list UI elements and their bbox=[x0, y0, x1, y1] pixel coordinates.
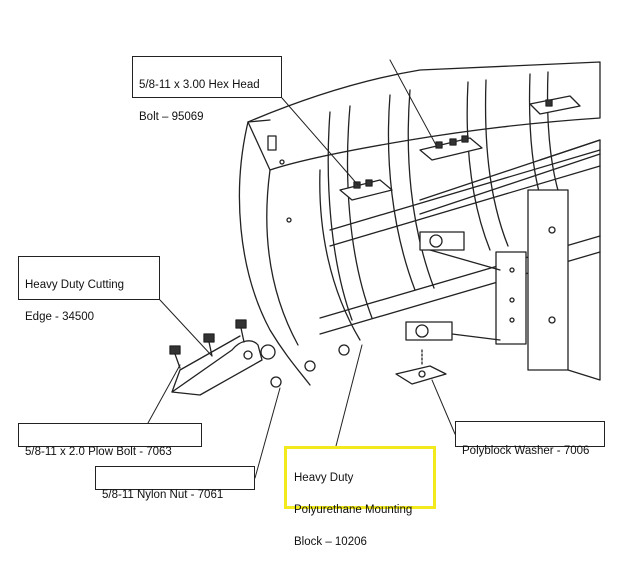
callout-line: Bolt – 95069 bbox=[139, 111, 204, 123]
callout-line: Polyurethane Mounting bbox=[294, 504, 413, 516]
callout-cutting-edge: Heavy Duty Cutting Edge - 34500 bbox=[18, 256, 160, 323]
callout-line: Block – 10206 bbox=[294, 536, 367, 548]
callout-mounting-block: Heavy Duty Polyurethane Mounting Block –… bbox=[284, 446, 436, 548]
callout-plow-bolt: 5/8-11 x 2.0 Plow Bolt - 7063 bbox=[18, 423, 202, 458]
callout-hex-head-bolt: 5/8-11 x 3.00 Hex Head Bolt – 95069 bbox=[132, 56, 282, 123]
polyblock-washer bbox=[395, 349, 447, 385]
callout-line: Heavy Duty Cutting bbox=[25, 279, 125, 291]
callout-line: 5/8-11 x 2.0 Plow Bolt - 7063 bbox=[25, 446, 172, 458]
callout-polyblock-washer: Polyblock Washer - 7006 bbox=[455, 421, 605, 457]
callout-line: Edge - 34500 bbox=[25, 311, 95, 323]
callout-line: Heavy Duty bbox=[294, 472, 354, 484]
cutting-edge bbox=[171, 335, 263, 396]
plow-assembly-drawing bbox=[147, 59, 601, 479]
mounting-blocks bbox=[405, 231, 465, 341]
callout-line: 5/8-11 Nylon Nut - 7061 bbox=[102, 489, 224, 501]
callout-line: 5/8-11 x 3.00 Hex Head bbox=[139, 79, 260, 91]
hex-bolts bbox=[339, 95, 581, 201]
a-frame bbox=[319, 139, 601, 381]
leader-lines bbox=[147, 59, 456, 479]
nylon-nuts bbox=[270, 344, 350, 388]
callout-line: Polyblock Washer - 7006 bbox=[462, 445, 590, 457]
callout-nylon-nut: 5/8-11 Nylon Nut - 7061 bbox=[95, 466, 255, 501]
